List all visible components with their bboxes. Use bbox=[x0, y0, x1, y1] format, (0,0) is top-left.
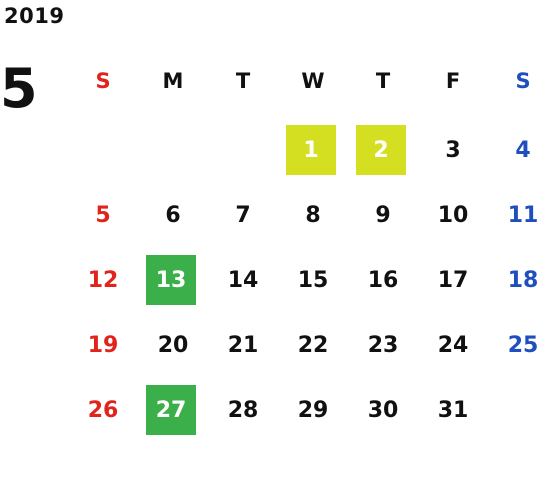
day-cell[interactable]: 28 bbox=[227, 397, 259, 423]
day-cell[interactable]: 23 bbox=[367, 332, 399, 358]
day-cell[interactable]: 27 bbox=[146, 385, 196, 435]
day-cell[interactable]: 15 bbox=[297, 267, 329, 293]
day-cell[interactable]: 10 bbox=[437, 202, 469, 228]
day-cell[interactable]: 3 bbox=[445, 137, 461, 163]
day-cell[interactable]: 1 bbox=[286, 125, 336, 175]
day-cell[interactable]: 16 bbox=[367, 267, 399, 293]
day-cell[interactable]: 17 bbox=[437, 267, 469, 293]
day-cell[interactable]: 7 bbox=[235, 202, 251, 228]
day-cell[interactable]: 14 bbox=[227, 267, 259, 293]
weekday-header-tue: T bbox=[235, 69, 251, 93]
weekday-header-thu: T bbox=[375, 69, 391, 93]
day-cell[interactable]: 9 bbox=[375, 202, 391, 228]
day-cell[interactable]: 21 bbox=[227, 332, 259, 358]
day-cell[interactable]: 13 bbox=[146, 255, 196, 305]
day-cell[interactable]: 30 bbox=[367, 397, 399, 423]
day-cell[interactable]: 19 bbox=[87, 332, 119, 358]
year-label: 2019 bbox=[4, 4, 65, 28]
day-cell[interactable]: 29 bbox=[297, 397, 329, 423]
day-cell[interactable]: 5 bbox=[95, 202, 111, 228]
day-cell[interactable]: 22 bbox=[297, 332, 329, 358]
day-cell[interactable]: 26 bbox=[87, 397, 119, 423]
weekday-header-fri: F bbox=[445, 69, 461, 93]
day-cell[interactable]: 4 bbox=[515, 137, 531, 163]
day-cell[interactable]: 24 bbox=[437, 332, 469, 358]
day-cell[interactable]: 2 bbox=[356, 125, 406, 175]
weekday-header-sat: S bbox=[515, 69, 531, 93]
day-cell[interactable]: 8 bbox=[305, 202, 321, 228]
day-cell[interactable]: 18 bbox=[507, 267, 539, 293]
day-cell[interactable]: 6 bbox=[165, 202, 181, 228]
month-number: 5 bbox=[0, 57, 38, 120]
weekday-header-sun: S bbox=[95, 69, 111, 93]
day-cell[interactable]: 31 bbox=[437, 397, 469, 423]
weekday-header-wed: W bbox=[301, 69, 325, 93]
day-cell[interactable]: 11 bbox=[507, 202, 539, 228]
day-cell[interactable]: 12 bbox=[87, 267, 119, 293]
weekday-header-mon: M bbox=[162, 69, 184, 93]
day-cell[interactable]: 25 bbox=[507, 332, 539, 358]
day-cell[interactable]: 20 bbox=[157, 332, 189, 358]
